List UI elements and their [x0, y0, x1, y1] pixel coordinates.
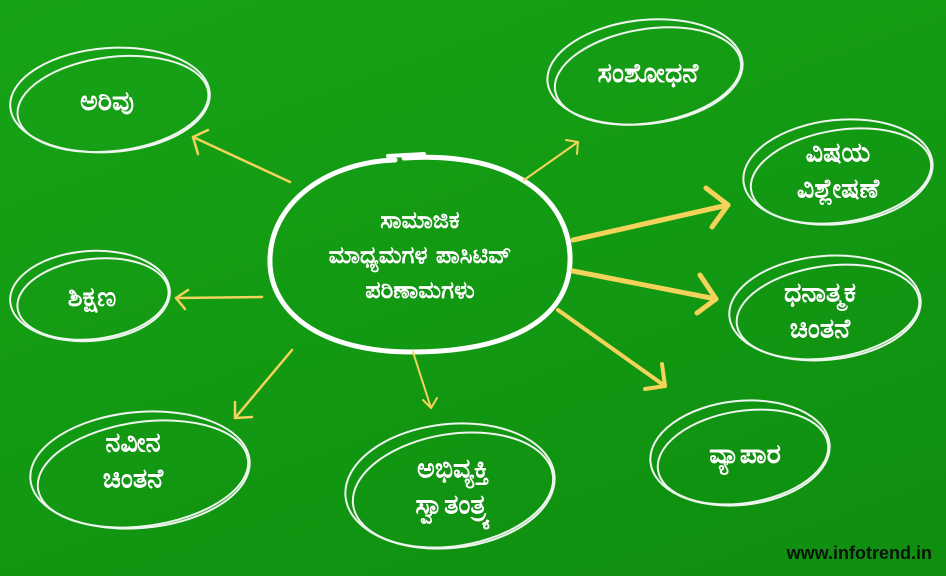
node-dhanatmaka-chintane: ಧನಾತ್ಮಕ ಚಿಂತನೆ	[784, 276, 856, 349]
arrow-to-shikshana	[174, 288, 264, 311]
node-vyapara: ವ್ಯಾಪಾರ	[709, 437, 781, 473]
node-shikshana: ಶಿಕ್ಷಣ	[68, 280, 117, 316]
node-arivu: ಅರಿವು	[80, 84, 134, 120]
arrow-to-arivu	[191, 128, 292, 184]
node-shikshana-line-1: ಶಿಕ್ಷಣ	[67, 281, 117, 313]
arrow-to-naveena	[233, 348, 294, 420]
node-naveena-line-1: ನವೀನ	[105, 427, 161, 459]
center-line-1: ಸಾಮಾಜಿಕ	[380, 205, 460, 234]
ring-vishaya	[742, 118, 934, 226]
node-samshodhane: ಸಂಶೋಧನೆ	[598, 56, 699, 92]
ring-dhanatmaka	[728, 254, 922, 362]
ring-vyapara	[649, 399, 831, 507]
arrow-to-vyapara	[556, 308, 667, 391]
arrow-to-dhanatmaka	[570, 268, 719, 316]
node-abhivyakti-swatantrya: ಅಭಿವ್ಯಕ್ತಿ ಸ್ವಾತಂತ್ರ್ಯ	[415, 452, 490, 525]
ring-arivu	[9, 46, 211, 154]
ring-naveena	[29, 410, 251, 530]
ring-samshodhane	[546, 18, 744, 126]
arrow-to-vishaya	[570, 185, 731, 243]
arrow-to-samshodhane	[523, 139, 579, 181]
node-abhivyakti-line-2: ಸ್ವಾತಂತ್ರ್ಯ	[415, 490, 491, 521]
arrow-to-abhivyakti	[412, 351, 438, 409]
center-line-3: ಪರಿಣಾಮಗಳು	[365, 275, 475, 304]
website-watermark: www.infotrend.in	[786, 543, 932, 563]
node-arivu-line-1: ಅರಿವು	[79, 85, 135, 117]
node-vishaya-line-2: ವಿಶ್ಲೇಷಣೆ	[796, 174, 880, 205]
node-naveena-chintane: ನವೀನ ಚಿಂತನೆ	[103, 426, 164, 499]
node-naveena-line-2: ಚಿಂತನೆ	[102, 464, 164, 495]
node-dhanatmaka-line-2: ಚಿಂತನೆ	[789, 314, 851, 345]
node-samshodhane-line-1: ಸಂಶೋಧನೆ	[597, 57, 699, 89]
center-topic: ಸಾಮಾಜಿಕ ಮಾಧ್ಯಮಗಳ ಪಾಸಿಟಿವ್ ಪರಿಣಾಮಗಳು	[329, 203, 512, 307]
node-vyapara-line-1: ವ್ಯಾಪಾರ	[709, 438, 781, 470]
node-dhanatmaka-line-1: ಧನಾತ್ಮಕ	[783, 277, 857, 309]
node-abhivyakti-line-1: ಅಭಿವ್ಯಕ್ತಿ	[417, 453, 489, 485]
node-vishaya-vishleshane: ವಿಷಯ ವಿಶ್ಲೇಷಣೆ	[797, 136, 879, 209]
center-line-2: ಮಾಧ್ಯಮಗಳ ಪಾಸಿಟಿವ್	[328, 240, 512, 269]
node-vishaya-line-1: ವಿಷಯ	[805, 137, 871, 169]
ring-abhivyakti	[344, 422, 556, 550]
ring-shikshana	[9, 249, 171, 343]
